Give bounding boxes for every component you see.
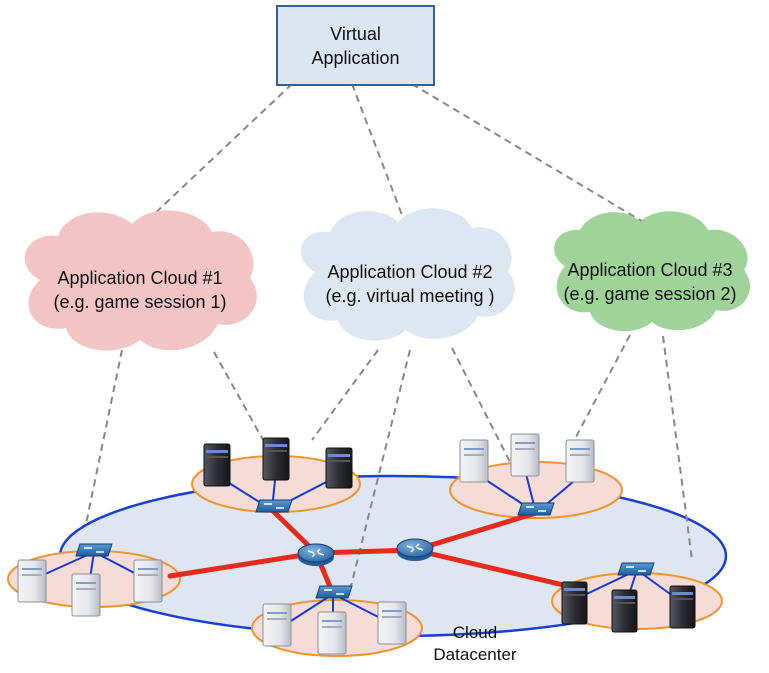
application-cloud-1: [24, 210, 257, 351]
server-icon: [133, 559, 163, 603]
switch-icon: [617, 562, 655, 576]
server-icon: [459, 439, 489, 483]
server-icon: [377, 601, 407, 645]
cloud-datacenter-label: Cloud Datacenter: [410, 622, 540, 666]
server-icon: [262, 603, 292, 647]
application-cloud-3: [554, 211, 751, 332]
switch-icon: [517, 502, 555, 516]
virtual-application-line2: Application: [311, 48, 400, 68]
dark-server-icon: [561, 581, 588, 625]
dark-server-icon: [325, 447, 353, 489]
server-icon: [565, 439, 595, 483]
cloud-2-title: Application Cloud #2: [327, 262, 493, 282]
server-icon: [17, 559, 47, 603]
dark-server-icon: [262, 437, 290, 481]
cloud-3-subtitle: (e.g. game session 2): [563, 284, 737, 304]
application-cloud-1-label: Application Cloud #1 (e.g. game session …: [20, 266, 260, 314]
cloud-2-subtitle: (e.g. virtual meeting ): [325, 286, 495, 306]
switch-icon: [315, 585, 353, 599]
dark-server-icon: [611, 589, 638, 633]
router-icon: [297, 543, 335, 566]
switch-icon: [75, 543, 113, 557]
datacenter-line1: Cloud: [452, 623, 498, 642]
cloud-1-subtitle: (e.g. game session 1): [53, 292, 227, 312]
virtual-application-box: [276, 5, 435, 86]
server-icon: [71, 573, 101, 617]
switch-icon: [255, 499, 293, 513]
dashed-mapping-lines: [85, 83, 693, 591]
dark-server-icon: [669, 585, 696, 629]
dark-server-icon: [203, 443, 231, 487]
router-icon: [396, 538, 434, 561]
application-cloud-2-label: Application Cloud #2 (e.g. virtual meeti…: [290, 260, 530, 308]
virtual-application-label: Virtual Application: [277, 22, 434, 70]
server-icon: [317, 611, 347, 655]
virtual-application-line1: Virtual: [330, 24, 381, 44]
datacenter-line2: Datacenter: [433, 645, 517, 664]
server-icon: [510, 433, 540, 477]
cloud-1-title: Application Cloud #1: [57, 268, 223, 288]
backbone-links: [167, 507, 579, 597]
application-cloud-3-label: Application Cloud #3 (e.g. game session …: [540, 258, 760, 306]
application-cloud-2: [300, 208, 515, 341]
cloud-3-title: Application Cloud #3: [567, 260, 733, 280]
